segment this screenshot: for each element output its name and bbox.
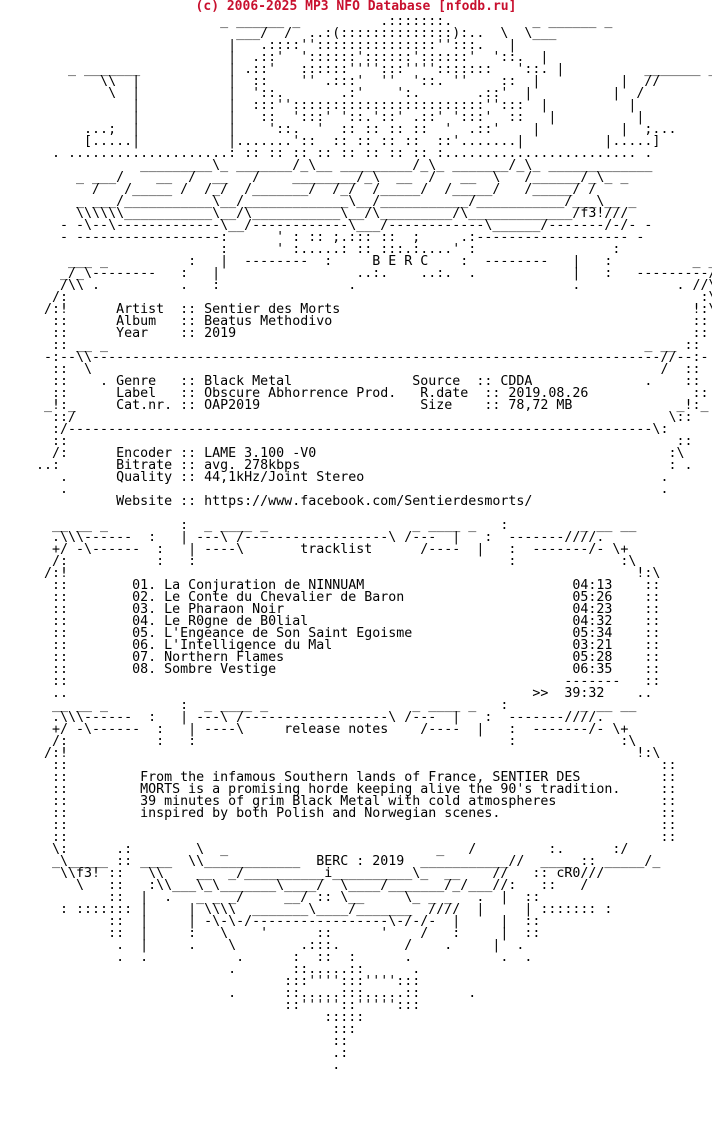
nfo-line: .\\\------ : | ---\ /------------------\… [12,710,605,725]
nfo-line: :: 01. La Conjuration de NINNUAM 04:13 :… [12,578,661,593]
nfo-line: /:! !:\ [12,746,661,761]
nfo-line: - -\--\-------------\__/------------\___… [12,218,653,233]
nfo-line: _!:_ Cat.nr. :: OAP2019 Size :: 78,72 MB… [12,398,709,413]
nfo-line: ::::: [12,1010,365,1025]
nfo-line: ::'''''::'''''::: [12,998,421,1013]
nfo-line: :: :: [12,830,677,845]
nfo-line: :: __ _ _ __ :: [12,338,701,353]
nfo-line: .: [12,1046,349,1061]
nfo-line: \\\\\\___________\__/\___________\__/\__… [12,206,629,221]
nfo-line: :: 06. L'Intelligence du Mal 03:21 :: [12,638,661,653]
nfo-line: /: : : : :\ [12,734,637,749]
nfo-line: ..: Bitrate :: avg. 278kbps : . [12,458,693,473]
nfo-line: . ::.....:: . [12,962,421,977]
nfo-line: :: . Genre :: Black Metal Source :: CDDA… [12,374,701,389]
nfo-line: : ' :.....: :: :::.:....' : : [12,242,621,257]
nfo-line: /: Encoder :: LAME 3.100 -V0 :\ [12,446,685,461]
nfo-line: :: | . _ _ _/ __/ :: \__ \_ _ _ . | :: [12,890,541,905]
nfo-line: | | :::''::::::::::::::::::::::::''::: |… [12,98,637,113]
nfo-line: :: 07. Northern Flames 05:28 :: [12,650,661,665]
nfo-line: :: | | -\-\-/-----------------\-/-/- | |… [12,914,541,929]
nfo-line: \: .: \ _ _ / :. :/ [12,842,629,857]
nfo-line: :: Album :: Beatus Methodivo :: [12,314,709,329]
nfo-line: :: 04. Le R0gne de B0lial 04:32 :: [12,614,661,629]
nfo-line: :: [12,1034,349,1049]
nfo-line: \\ | | :: '' .:::' '' '::. '' :: | | // [12,74,661,89]
nfo-line: :: ------- :: [12,674,661,689]
nfo-line: : ::::::: | | \\\\ _______\____/_______ … [12,902,613,917]
nfo-line: ::/ \:: [12,410,693,425]
nfo-line: .. >> 39:32 .. [12,686,653,701]
nfo-line: | .::::'':::::::::::::::'':::. | [12,38,517,53]
nfo-line: _ ______ _ .:::::::. _ ______ _ [12,14,613,29]
nfo-line: _ ___/___________\__/_____________\__/__… [12,194,637,209]
nfo-line: __ __ _ : _ ____ _ _ ____ _ : _ __ __ [12,518,637,533]
nfo-line: ___ _ : | -------- : B E R C : -------- … [12,254,712,269]
nfo-line: :: 03. Le Pharaon Noir 04:23 :: [12,602,661,617]
nfo-line: :: inspired by both Polish and Norwegian… [12,806,677,821]
nfo-line: . ::.....:::.....:: . [12,986,477,1001]
nfo-line: \ | | '::. .:' ':. .::' | | / [12,86,645,101]
nfo-line: | .::' '::::::'::::::'::::::' '::. | [12,50,549,65]
nfo-line: / /_____ / /_/ /_______/ /_/ /_____/ /__… [12,182,597,197]
nfo-line: - ------------------: ' : :: ;.::: :: ; … [12,230,645,245]
nfo-line: :: | : \ ' :: ' / : | :: [12,926,541,941]
nfo-line: :: 39 minutes of grim Black Metal with c… [12,794,677,809]
nfo-line: ___/ / ..:(::::::::::::::):.. \ \___ [12,26,557,41]
nfo-line: /: : : : :\ [12,554,637,569]
nfo-line: -:--\\----------------------------------… [12,350,709,365]
nfo-line: .\\\------ : | ---\ /------------------\… [12,530,605,545]
nfo-line: +/ -\------ : | ----\ tracklist /---- | … [12,542,629,557]
nfo-line: _ _______ | .::' ::::::'''':::''''::::::… [12,62,712,77]
nfo-line: . Quality :: 44,1kHz/Joint Stereo . [12,470,669,485]
copyright-banner: (c) 2006-2025 MP3 NFO Database [nfodb.ru… [195,0,517,14]
nfo-line: __ __ _ : _ ____ _ _ ____ _ : _ __ __ [12,698,637,713]
nfo-line: +/ -\------ : | ----\ release notes /---… [12,722,629,737]
nfo-line: ::: [12,1022,357,1037]
nfo-line: :/--------------------------------------… [12,422,669,437]
nfo-line: :: Year :: 2019 :: [12,326,709,341]
nfo-line: | | :: ':::' '::.'::' .::' ':::' :: | | [12,110,645,125]
nfo-line: . [12,1058,341,1073]
nfo-line: /:! Artist :: Sentier des Morts !:\ [12,302,712,317]
nfo-line: /:! !:\ [12,566,661,581]
nfo-line: ...; | | '::. ' :: :: :: :: ' .::' | | ;… [12,122,677,137]
nfo-line: . ....................: :: :: :: :: :: :… [12,146,653,161]
nfo-line: :: \ / :: [12,362,701,377]
nfo-line: _ ___/ __ / __ / ________/_\ __ / __ \ /… [12,170,629,185]
nfo-line: :: :: [12,434,693,449]
nfo-line: _________\_ _______/_\__ _________/_\_ _… [12,158,653,173]
nfo-line: :: From the infamous Southern lands of F… [12,770,677,785]
nfo-line: Website :: https://www.facebook.com/Sent… [12,494,533,509]
nfo-line: . . . : :: : . . . [12,950,533,965]
nfo-line: :: 08. Sombre Vestige 06:35 :: [12,662,661,677]
nfo-line: _\_____ :: ____ \\____________ BERC : 20… [12,854,661,869]
nfo-line: :: 05. L'Engeance de Son Saint Egoisme 0… [12,626,661,641]
nfo-line: _/_\-------- : | ..:. ..:. . | : -------… [12,266,712,281]
nfo-line: :: 02. Le Conte du Chevalier de Baron 05… [12,590,661,605]
nfo-line: . . [12,482,669,497]
nfo-line: :: :: [12,758,677,773]
nfo-line: . | . \ .:::. / . | . [12,938,525,953]
nfo-line: /\\ . . : . . . //\ [12,278,712,293]
nfo-line: /: :\ [12,290,712,305]
nfo-line: \ :: :\\___\_\_______\____/ \____/______… [12,878,589,893]
nfo-line: :: MORTS is a promising horde keeping al… [12,782,677,797]
nfo-text-block: _ ______ _ .:::::::. _ ______ _ ___/ / .… [12,14,712,1073]
nfo-line: :::'''':::''''::: [12,974,421,989]
nfo-line: \\f3! :: \\ __ _/__________i__________\_… [12,866,605,881]
nfo-line: :: :: [12,818,677,833]
nfo-line: :: Label :: Obscure Abhorrence Prod. R.d… [12,386,709,401]
nfo-line: [.....| |.......':: :: :: :: :: ::'.....… [12,134,661,149]
